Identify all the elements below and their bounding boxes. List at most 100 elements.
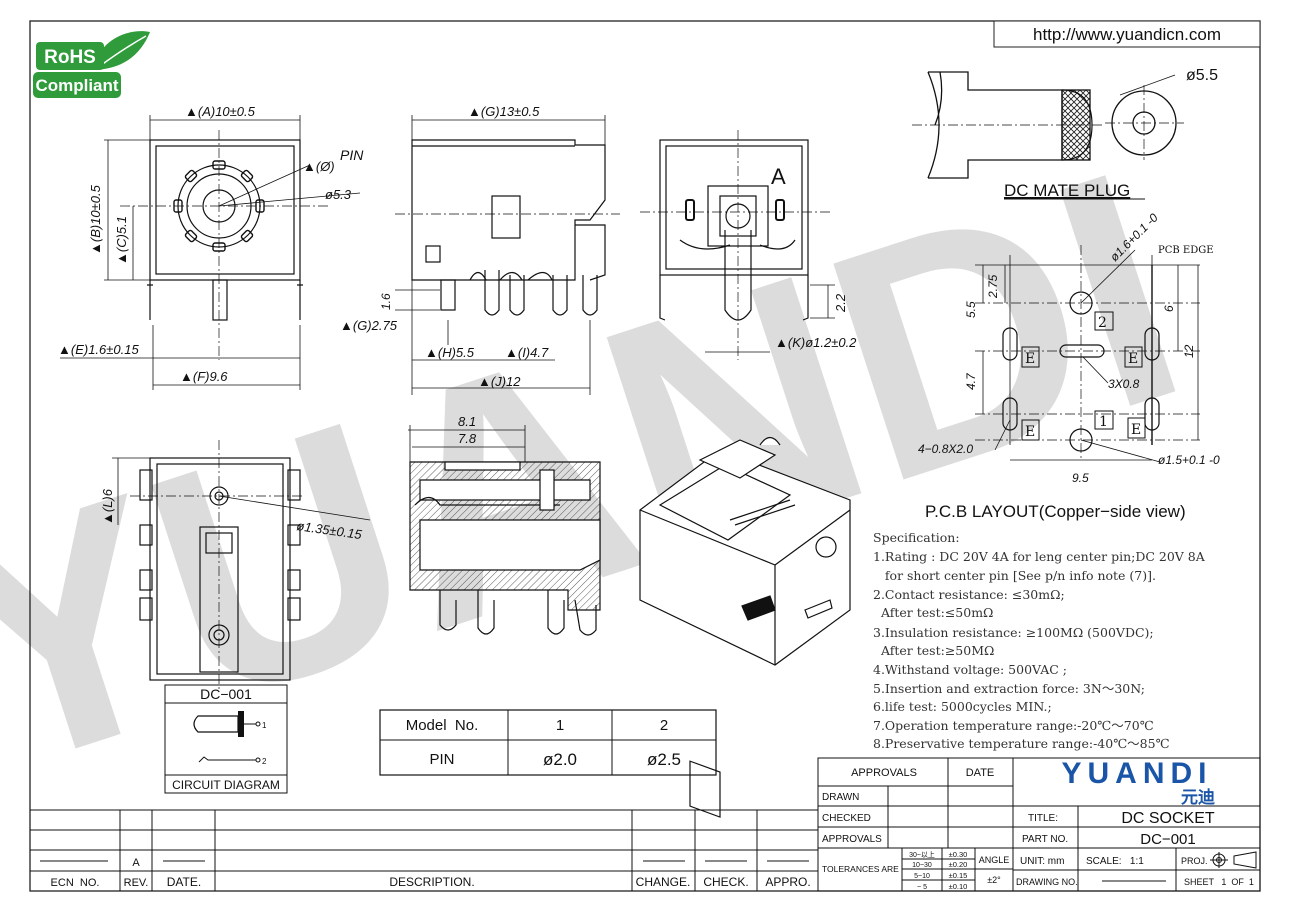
rohs-badge: RoHS Compliant	[33, 31, 150, 98]
model-table-header: 2	[660, 717, 668, 734]
dim-c: ▲(C)5.1	[114, 216, 129, 265]
pcb-edge-label: PCB EDGE	[1158, 245, 1214, 256]
revision-block	[30, 758, 819, 891]
tb-tol-range: 5~10	[914, 873, 930, 880]
yuandi-logo: YUANDI	[1061, 757, 1212, 790]
tb-tol-range: 30~以上	[909, 850, 935, 859]
tb-tolerances: TOLERANCES ARE	[822, 864, 899, 874]
circuit-pin1: 1	[262, 721, 267, 730]
side-view	[395, 115, 620, 395]
rear-view-labels: A 2.2 ▲(K)ø1.2±0.2	[771, 164, 857, 350]
pcb-pad-2: 2	[1098, 315, 1107, 331]
dim-j: ▲(J)12	[478, 374, 521, 389]
bottom-view	[112, 440, 371, 690]
dim-22: 2.2	[833, 293, 848, 313]
tb-angle-value: ±2°	[987, 875, 1001, 885]
rev-header-change: CHANGE.	[636, 875, 691, 889]
tb-tol-value: ±0.10	[949, 882, 968, 891]
mate-plug-dim: ø5.5	[1186, 67, 1218, 84]
pcb-layout-drawing	[975, 245, 1200, 463]
pcb-dim-4x: 4−0.8X2.0	[918, 442, 973, 456]
model-table-header: 1	[556, 717, 564, 734]
pcb-pad-e4: E	[1131, 422, 1141, 438]
dim-g275: ▲(G)2.75	[340, 318, 398, 333]
title-block-text: APPROVALS DATE DRAWN CHECKED APPROVALS T…	[822, 757, 1257, 891]
tb-tol-range: 10~30	[912, 862, 932, 869]
model-table: Model No. 1 2 PIN ø2.0 ø2.5	[379, 709, 717, 776]
specification-block: Specification: 1.Rating : DC 20V 4A for …	[873, 530, 1206, 751]
pcb-pad-e3: E	[1025, 424, 1035, 440]
pcb-pad-e1: E	[1025, 351, 1035, 367]
dim-i: ▲(I)4.7	[505, 345, 549, 360]
pcb-dim-275: 2.75	[986, 274, 1000, 299]
tb-sheet: SHEET 1 OF 1	[1184, 877, 1254, 887]
rev-header-ecn: ECN NO.	[51, 877, 100, 889]
drawing-frame	[29, 20, 1261, 892]
revision-labels: A ECN NO. REV. DATE. DESCRIPTION. CHANGE…	[51, 857, 811, 889]
spec-line: 2.Contact resistance: ≤30mΩ;	[873, 587, 1065, 602]
spec-line: After test:≤50mΩ	[873, 605, 993, 620]
section-view	[408, 425, 601, 636]
dim-81: 8.1	[458, 414, 476, 429]
front-view	[60, 115, 361, 390]
spec-heading: Specification:	[873, 530, 960, 545]
rev-header-date: DATE.	[167, 875, 201, 889]
model-table-cell: ø2.0	[543, 750, 577, 769]
dim-k: ▲(K)ø1.2±0.2	[775, 335, 857, 350]
pcb-dim-55: 5.5	[964, 301, 978, 318]
tb-tol-value: ±0.30	[949, 850, 968, 859]
yuandi-logo-cn: 元迪	[1181, 787, 1215, 807]
projection-symbol-icon	[1210, 851, 1257, 869]
rev-header-description: DESCRIPTION.	[389, 875, 474, 889]
tb-title-value: DC SOCKET	[1121, 810, 1215, 827]
spec-line: 5.Insertion and extraction force: 3N～30N…	[873, 681, 1145, 696]
pcb-layout-title: P.C.B LAYOUT(Copper−side view)	[925, 502, 1186, 521]
front-view-dimensions: ▲(A)10±0.5 ▲(B)10±0.5 ▲(C)5.1 ▲(Ø) PIN ø…	[58, 104, 364, 384]
pcb-pad-1: 1	[1099, 414, 1108, 430]
dim-f: ▲(F)9.6	[180, 369, 228, 384]
pcb-dim-3x08: 3X0.8	[1108, 377, 1140, 391]
title-block	[817, 757, 1261, 892]
tb-part-value: DC−001	[1140, 831, 1195, 848]
dim-b: ▲(B)10±0.5	[88, 184, 103, 255]
model-table-cell: ø2.5	[647, 750, 681, 769]
dim-e: ▲(E)1.6±0.15	[58, 342, 139, 357]
dim-16: 1.6	[379, 293, 393, 310]
tb-scale: SCALE: 1:1	[1086, 856, 1144, 867]
circuit-diagram: DC−001 1 2 CIRCUIT DIAGRAM	[164, 684, 288, 794]
website-url[interactable]: http://www.yuandicn.com	[1033, 25, 1221, 44]
rear-view	[640, 130, 835, 360]
tb-unit: UNIT: mm	[1020, 856, 1064, 867]
spec-line: 3.Insulation resistance: ≥100MΩ (500VDC)…	[873, 625, 1154, 640]
pcb-dim-47: 4.7	[964, 372, 978, 390]
pcb-dim-6: 6	[1162, 305, 1176, 312]
rev-header-check: CHECK.	[703, 875, 748, 889]
compliant-text: Compliant	[35, 76, 118, 95]
rear-letter: A	[771, 164, 786, 189]
spec-line: 1.Rating : DC 20V 4A for leng center pin…	[873, 549, 1206, 564]
dim-phi53: ø5.3	[325, 187, 352, 202]
model-table-header: Model No.	[406, 717, 479, 734]
tb-tol-value: ±0.20	[949, 860, 968, 869]
spec-line: 6.life test: 5000cycles MIN.;	[873, 699, 1052, 714]
dim-l: ▲(L)6	[100, 488, 115, 525]
rev-header-rev: REV.	[124, 877, 149, 889]
model-table-cell: PIN	[429, 751, 454, 768]
dim-h: ▲(H)5.5	[425, 345, 475, 360]
mate-plug-title: DC MATE PLUG	[1004, 181, 1130, 200]
tb-part-label: PART NO.	[1022, 834, 1068, 845]
tb-checked: CHECKED	[822, 813, 871, 824]
circuit-model: DC−001	[200, 686, 252, 702]
circuit-caption: CIRCUIT DIAGRAM	[172, 778, 280, 792]
pcb-dim-15: ø1.5+0.1 -0	[1158, 453, 1220, 467]
dim-g13: ▲(G)13±0.5	[468, 104, 540, 119]
pcb-pad-e2: E	[1128, 351, 1138, 367]
website-box: http://www.yuandicn.com	[993, 20, 1261, 48]
tb-angle: ANGLE	[979, 855, 1010, 865]
tb-drawing-no: DRAWING NO.	[1016, 877, 1078, 887]
circuit-pin2: 2	[262, 757, 267, 766]
tb-title-label: TITLE:	[1028, 813, 1058, 824]
spec-line: 4.Withstand voltage: 500VAC ;	[873, 662, 1067, 677]
spec-line: After test:≥50MΩ	[873, 643, 994, 658]
